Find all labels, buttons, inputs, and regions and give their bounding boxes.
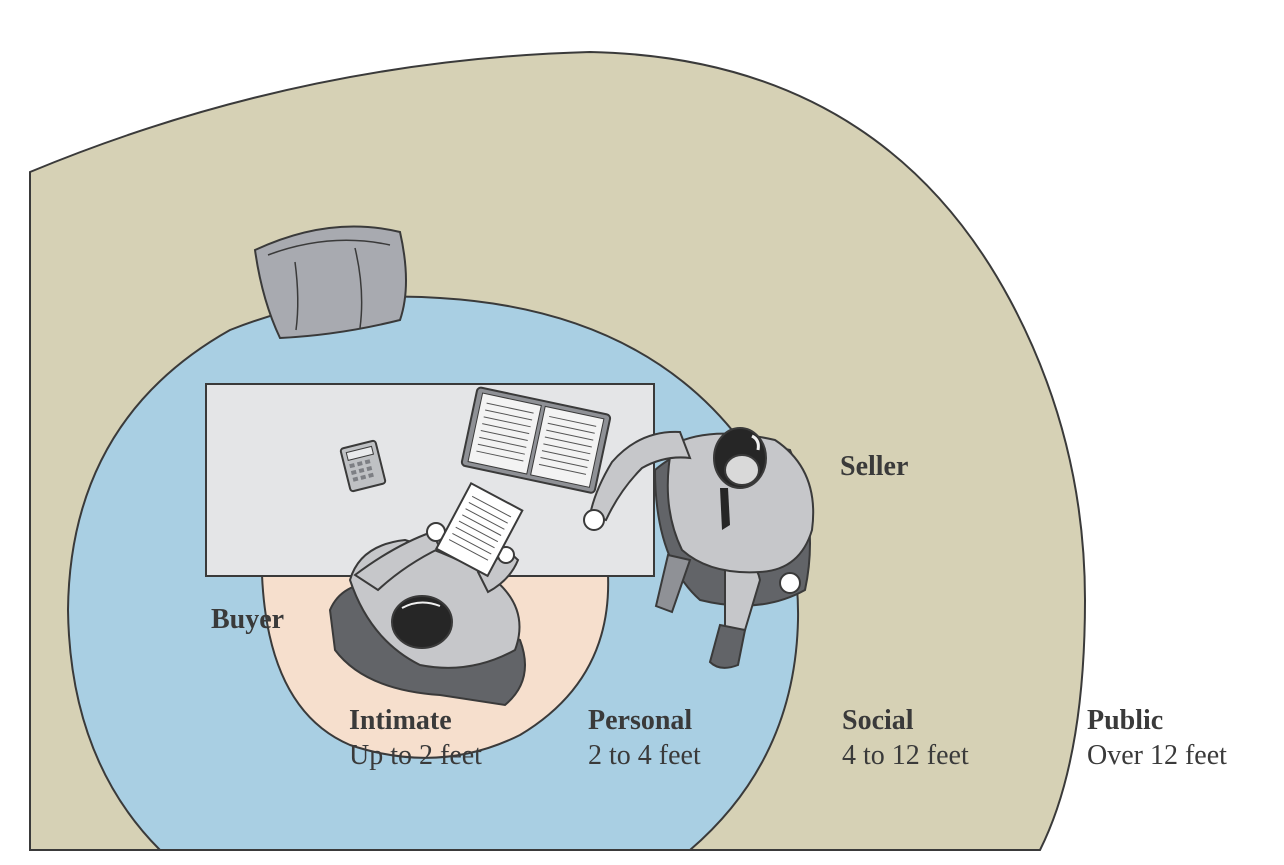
zone-name: Social [842, 705, 914, 736]
buyer-label: Buyer [211, 604, 284, 635]
open-binder-icon [460, 386, 612, 494]
zone-name: Public [1087, 705, 1163, 736]
office-chair-icon [253, 225, 407, 340]
calculator-icon [339, 439, 387, 493]
zone-distance: 4 to 12 feet [842, 740, 969, 771]
zone-name: Intimate [349, 705, 452, 736]
document-icon [435, 481, 524, 578]
seller-figure-icon [583, 427, 815, 669]
zone-distance: 2 to 4 feet [588, 740, 701, 771]
zone-public-label: Public Over 12 feet [1087, 705, 1227, 771]
seller-label: Seller [840, 451, 908, 482]
zone-name: Personal [588, 705, 692, 736]
buyer-figure-icon [328, 522, 526, 707]
zone-intimate-label: Intimate Up to 2 feet [349, 705, 482, 771]
zone-personal-label: Personal 2 to 4 feet [588, 705, 701, 771]
zone-distance: Over 12 feet [1087, 740, 1227, 771]
zone-distance: Up to 2 feet [349, 740, 482, 771]
zone-social-label: Social 4 to 12 feet [842, 705, 969, 771]
